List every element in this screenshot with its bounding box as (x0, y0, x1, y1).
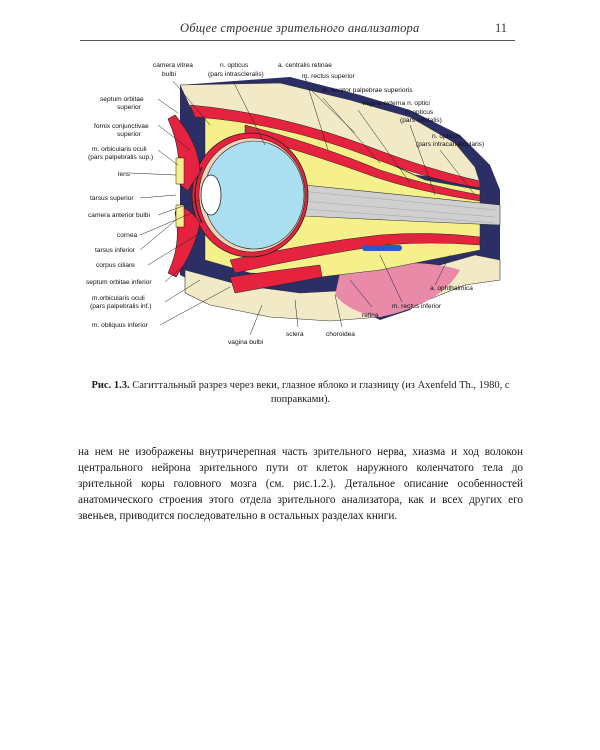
label-pars-orbitalis: (pars orbitalis) (400, 117, 442, 124)
label-m-rectus-superior: m. rectus superior (302, 73, 356, 80)
label-cornea: cornea (117, 232, 137, 239)
body-paragraph: на нем не изображены внутричерепная част… (78, 446, 523, 523)
anatomy-illustration: camera vitrea bulbi n. opticus (pars int… (86, 62, 501, 346)
label-a-centralis: a. centralis retinae (278, 62, 332, 69)
label-choroidea: choroidea (326, 331, 355, 338)
label-vagina-externa: vagina externa n. optici (362, 100, 430, 107)
figure-caption: Рис. 1.3. Сагиттальный разрез через веки… (78, 379, 523, 407)
label-camera-vitrea: camera vitrea (153, 62, 193, 69)
label-m-orbicularis: m. orbicularis oculi (92, 146, 147, 153)
label-pars-palp-inf: (pars palpebralis inf.) (90, 303, 152, 310)
label-superior-2: superior (117, 131, 142, 138)
figure-number: Рис. 1.3. (91, 380, 130, 391)
running-title: Общее строение зрительного анализатора (180, 21, 420, 35)
label-corpus-ciliare: corpus ciliare (96, 262, 135, 269)
figure-caption-text: Сагиттальный разрез через веки, глазное … (129, 380, 510, 405)
label-m-obliquus: m. obliquus inferior (92, 322, 149, 329)
label-m-orbicularis-2: m.orbicularis oculi (92, 295, 145, 302)
label-retina: retina (362, 312, 379, 319)
label-n-opticus-2: n. opticus (405, 109, 434, 116)
figure-eye-sagittal-section: camera vitrea bulbi n. opticus (pars int… (80, 55, 520, 365)
label-sclera: sclera (286, 331, 304, 338)
label-m-levator: m. levator palpebrae superioris (322, 87, 413, 94)
label-a-ophthalmica: a. ophthalmica (430, 285, 473, 292)
label-tarsus-inferior: tarsus inferior (95, 247, 136, 254)
label-lens: lens (118, 171, 131, 178)
label-bulbi: bulbi (162, 71, 176, 78)
label-vagina-bulbi: vagina bulbi (228, 339, 264, 346)
label-septum-orbitae: septum orbitae (100, 96, 144, 103)
label-tarsus-superior: tarsus superior (90, 195, 134, 202)
label-n-opticus-3: n. opticus (432, 133, 461, 140)
label-pars-intracanalicularis: (pars intracanalicularis) (416, 141, 484, 148)
label-septum-inferior: septum orbitae inferior (86, 279, 152, 286)
label-pars-intrascleralis: (pars intrascleralis) (208, 71, 264, 78)
header-rule (80, 40, 515, 41)
running-head: Общее строение зрительного анализатора 1… (80, 21, 515, 39)
label-camera-anterior: camera anterior bulbi (88, 212, 150, 219)
label-n-opticus-1: n. opticus (220, 62, 249, 69)
label-m-rectus-inferior: m. rectus inferior (392, 303, 442, 310)
label-pars-palp-sup: (pars palpebralis sup.) (88, 154, 153, 161)
label-superior-1: superior (117, 104, 142, 111)
page-number: 11 (494, 21, 507, 35)
label-fornix: fornix conjunctivae (94, 123, 149, 130)
